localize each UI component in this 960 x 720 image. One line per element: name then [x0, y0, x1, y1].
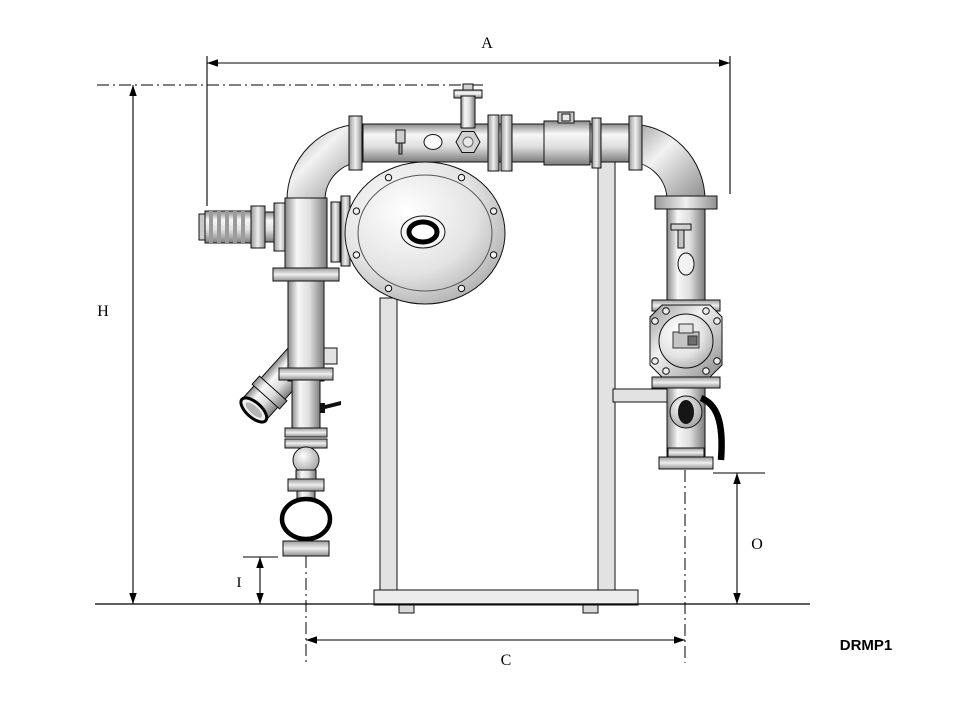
- right-discharge-assembly: [628, 123, 725, 470]
- petcock-body: [320, 403, 325, 413]
- top-pipe-left-flange: [348, 115, 363, 171]
- dimension-label-h: H: [97, 303, 109, 320]
- base-plate: [373, 589, 639, 606]
- dimension-h: H: [97, 85, 137, 604]
- housing-bolts: [352, 173, 498, 293]
- pipe-port: [677, 252, 695, 276]
- lower-pipe: [291, 379, 321, 433]
- top-pipe-right-flange: [628, 115, 643, 171]
- dimension-i: I: [237, 556, 278, 604]
- dimension-label-a: A: [481, 35, 493, 52]
- support-frame: [373, 161, 670, 614]
- ball-valve-handle: [699, 394, 725, 461]
- suction-pipe: [287, 280, 325, 382]
- y-branch-bore: [245, 402, 263, 418]
- housing-rim: [357, 174, 493, 292]
- gate-valve-bolts: [651, 307, 721, 375]
- mid-flange-right: [500, 114, 513, 172]
- union-nut: [292, 446, 320, 474]
- primer-bolt-head: [561, 113, 571, 122]
- dimension-label-i: I: [237, 575, 242, 591]
- ball-valve-bore: [678, 400, 694, 424]
- sleeve-flange: [591, 117, 602, 169]
- gate-valve-nut: [687, 335, 698, 346]
- dimension-label-c: C: [501, 652, 512, 669]
- gauge-port: [423, 134, 443, 150]
- valve-bottom-flange: [651, 376, 721, 389]
- union-flange-upper: [284, 427, 328, 438]
- air-valve-stem: [460, 95, 476, 129]
- mid-flange-left: [487, 114, 500, 172]
- stub-collar: [250, 205, 266, 249]
- drawing-code: DRMP1: [840, 637, 893, 654]
- gate-valve-stem: [678, 323, 694, 334]
- top-manifold: [349, 83, 643, 172]
- outlet-collar: [667, 447, 705, 458]
- outlet-flange: [658, 456, 714, 470]
- tee-body: [284, 197, 328, 273]
- left-suction-assembly: [198, 115, 364, 557]
- center-seal-ring: [406, 219, 440, 245]
- dimension-label-o: O: [751, 536, 763, 553]
- front-support-leg: [379, 297, 398, 593]
- bleed-pin-stem: [677, 229, 685, 249]
- housing-flange-plate-1: [330, 201, 341, 263]
- suction-inlet-flange: [282, 540, 330, 557]
- base-foot-right: [582, 604, 599, 614]
- air-valve-knob: [462, 83, 474, 91]
- hose-coupling-ring: [279, 496, 333, 542]
- rear-support-column: [597, 161, 616, 593]
- dimension-a: A: [206, 35, 731, 206]
- hex-plug-center: [462, 136, 474, 148]
- primer-body: [543, 120, 591, 166]
- pump-housing: [344, 161, 506, 305]
- support-bracket: [612, 388, 670, 403]
- coupling-flange: [287, 478, 325, 492]
- left-elbow: [286, 123, 364, 201]
- suction-flange-2: [278, 367, 334, 381]
- coupling-ribs: [209, 211, 245, 243]
- dimension-o: O: [713, 472, 765, 604]
- drain-plug-stem: [398, 142, 403, 155]
- petcock-handle: [325, 401, 341, 409]
- right-upper-flange: [654, 195, 718, 210]
- bleed-pin-handle: [670, 223, 692, 231]
- dimension-c: C: [306, 636, 685, 669]
- y-branch-collar: [251, 375, 288, 410]
- suction-flange-1: [272, 267, 340, 282]
- base-foot-left: [398, 604, 415, 614]
- drain-plug: [395, 129, 406, 144]
